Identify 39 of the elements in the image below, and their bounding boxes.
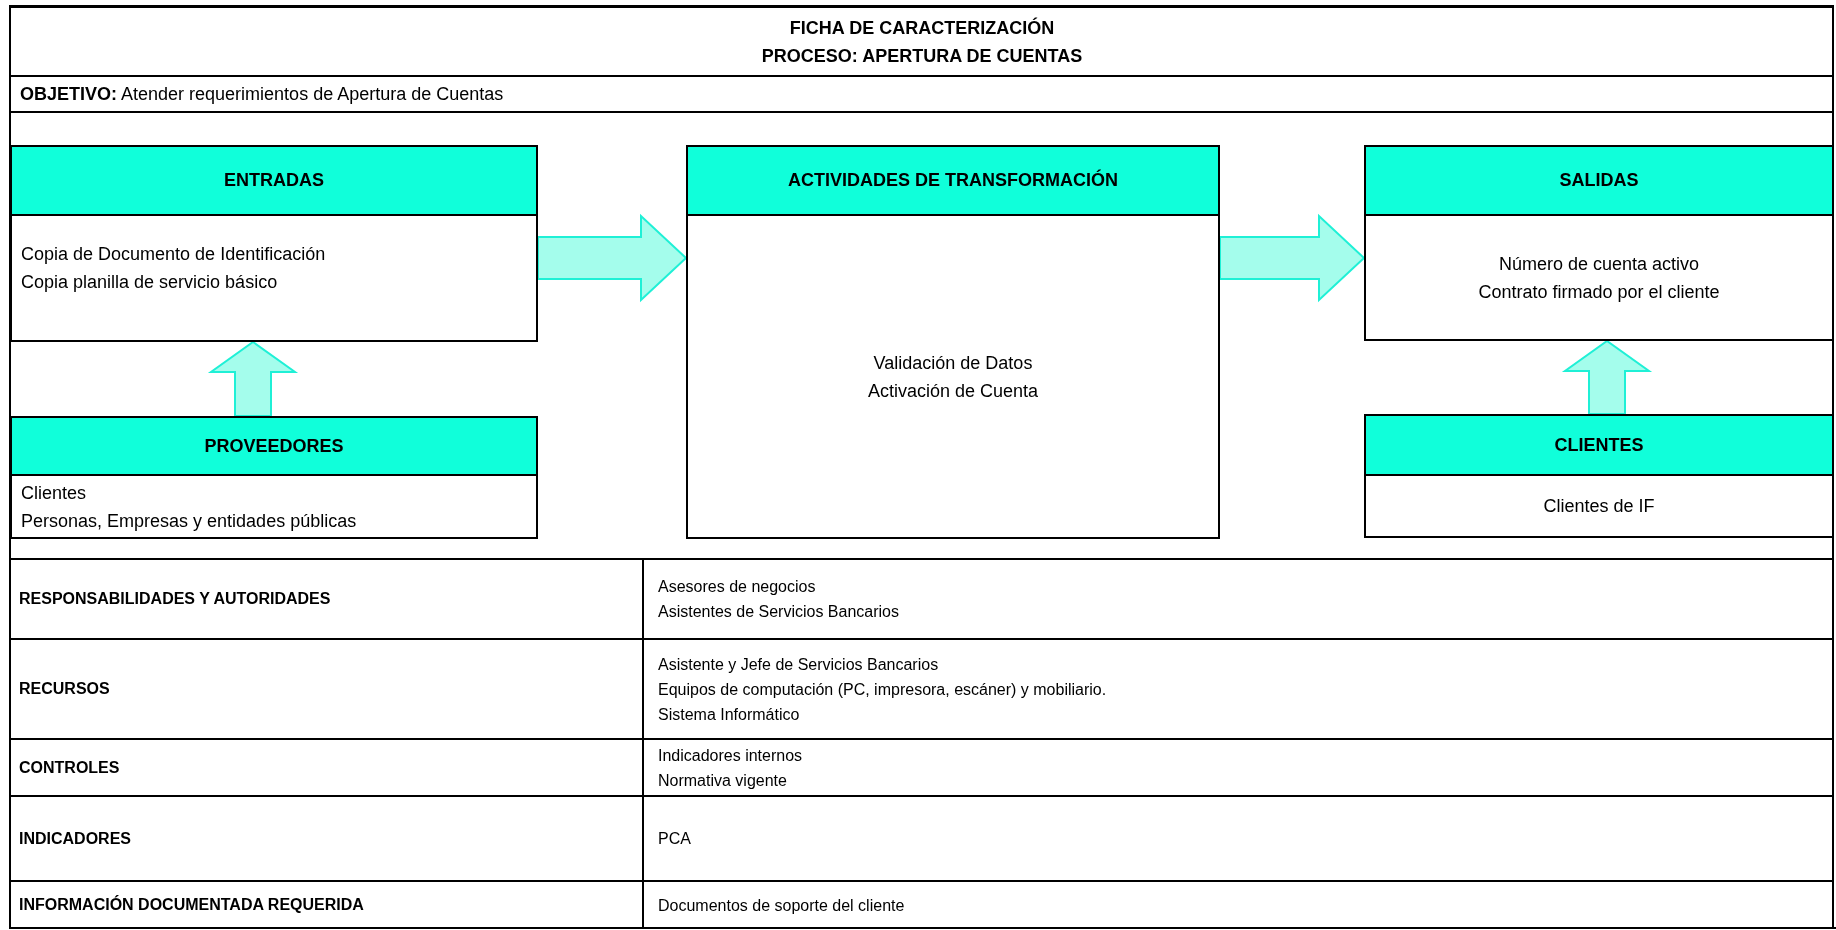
cell-text: Asistentes de Servicios Bancarios (658, 602, 900, 622)
body-text: Clientes (21, 482, 87, 505)
body-text: Copia de Documento de Identificación (21, 243, 326, 266)
row-heading: RESPONSABILIDADES Y AUTORIDADES (19, 589, 331, 609)
cell-text: Asesores de negocios (658, 577, 817, 597)
cell-text: Equipos de computación (PC, impresora, escáner) y mobiliario. (658, 679, 1108, 700)
section-header: ENTRADAS (12, 147, 536, 216)
section-header: ACTIVIDADES DE TRANSFORMACIÓN (688, 147, 1218, 216)
process-box (10, 416, 538, 539)
cell-text: Normativa vigente (658, 770, 788, 791)
cell-text: Asistente y Jefe de Servicios Bancarios (658, 654, 940, 675)
cell-text: Sistema Informático (658, 704, 801, 725)
row-heading: INFORMACIÓN DOCUMENTADA REQUERIDA (19, 894, 364, 915)
process-box (10, 145, 538, 342)
cell-text: Documentos de soporte del cliente (658, 895, 906, 916)
row-heading: CONTROLES (19, 757, 120, 778)
body-text: Clientes de IF (1543, 495, 1655, 518)
block-arrow (1561, 339, 1653, 415)
row-heading: INDICADORES (19, 828, 131, 849)
process-box (1364, 414, 1834, 538)
block-arrow (207, 340, 299, 417)
objective-text: OBJETIVO: Atender requerimientos de Apertura de Cuentas (20, 82, 504, 106)
body-text: Validación de Datos (873, 351, 1033, 375)
section-header: CLIENTES (1366, 416, 1832, 476)
body-text: Contrato firmado por el cliente (1478, 280, 1720, 304)
block-arrow (1219, 213, 1366, 303)
cell-text: Indicadores internos (658, 745, 804, 766)
section-header: SALIDAS (1366, 147, 1832, 216)
body-text: Número de cuenta activo (1498, 252, 1700, 276)
title: FICHA DE CARACTERIZACIÓN PROCESO: APERTURA DE CUENTAS (760, 16, 1084, 68)
section-header: PROVEEDORES (12, 418, 536, 476)
block-arrow (537, 213, 688, 303)
body-text: Copia planilla de servicio básico (21, 271, 278, 294)
process-box (1364, 145, 1834, 341)
body-text: Personas, Empresas y entidades públicas (21, 510, 357, 533)
cell-text: PCA (658, 829, 692, 849)
row-heading: RECURSOS (19, 679, 110, 699)
process-box (686, 145, 1220, 539)
body-text: Activación de Cuenta (867, 379, 1039, 403)
